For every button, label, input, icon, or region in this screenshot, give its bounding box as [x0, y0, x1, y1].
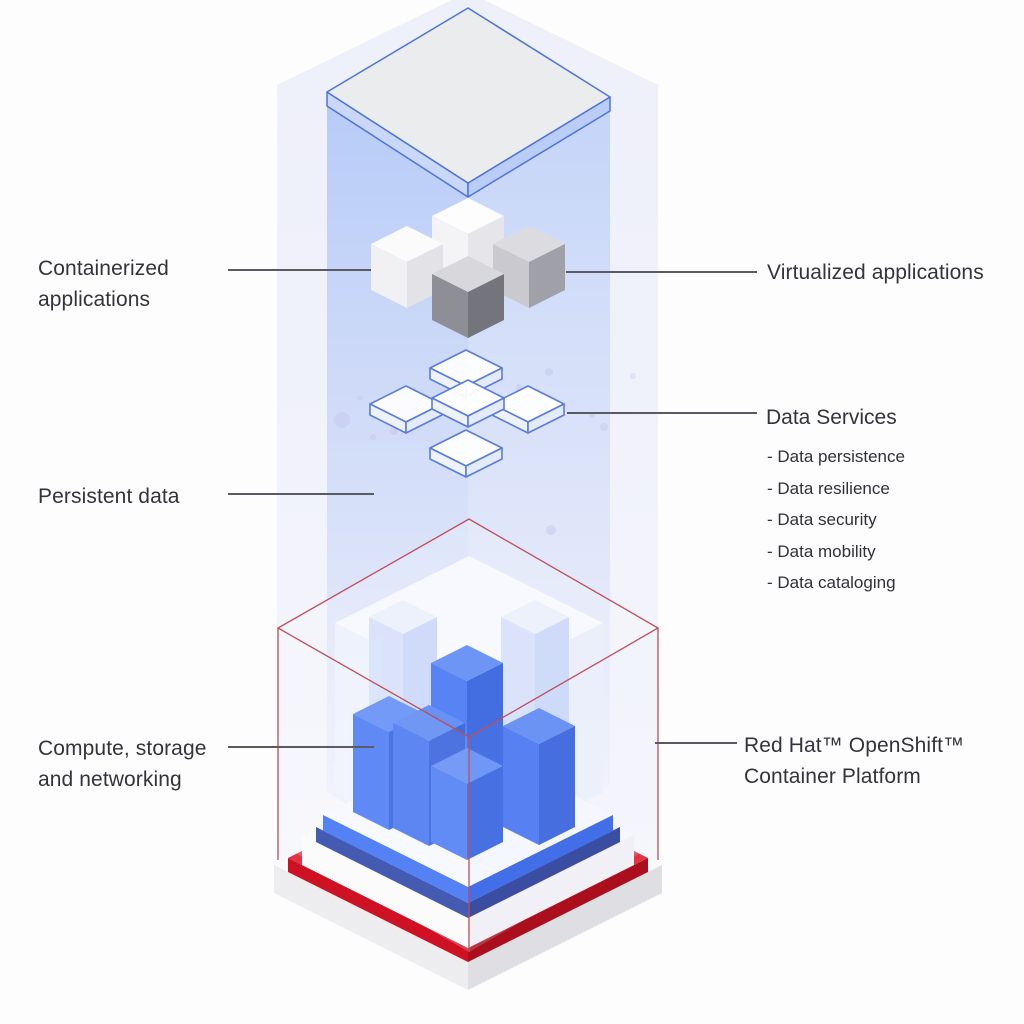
data-services-list: - Data persistence - Data resilience - D…	[767, 441, 905, 599]
data-services-tiles-icon	[369, 349, 565, 478]
label-virtualized-applications: Virtualized applications	[767, 261, 984, 284]
label-compute-storage-networking: Compute, storage and networking	[38, 733, 207, 795]
label-data-services-title: Data Services	[766, 406, 897, 429]
label-persistent-data: Persistent data	[38, 485, 180, 508]
label-line: and networking	[38, 768, 182, 791]
data-services-item: - Data persistence	[767, 447, 905, 466]
blue-bars-icon	[353, 645, 575, 860]
connector-lines	[228, 269, 757, 748]
data-services-item: - Data cataloging	[767, 573, 896, 592]
application-cubes-icon	[371, 198, 565, 338]
bar-right	[503, 708, 575, 845]
top-plate-icon	[326, 7, 611, 198]
label-redhat-openshift-platform: Red Hat™ OpenShift™ Container Platform	[744, 730, 964, 792]
tile-west	[369, 385, 443, 434]
cube-right	[493, 226, 565, 308]
label-line: Compute, storage	[38, 737, 207, 760]
data-services-item: - Data resilience	[767, 478, 890, 498]
tile-east	[491, 385, 565, 434]
tile-south	[429, 429, 503, 478]
data-services-item: - Data mobility	[767, 541, 876, 561]
cube-front	[432, 256, 504, 338]
label-line: Red Hat™ OpenShift™	[744, 734, 965, 757]
bar-front	[431, 748, 503, 860]
tile-center	[431, 379, 505, 428]
data-services-item: - Data security	[767, 510, 877, 529]
label-containerized-applications: Containerized applications	[38, 253, 169, 315]
label-line: Container Platform	[744, 765, 921, 788]
openshift-cube	[274, 518, 662, 990]
label-line: Containerized	[38, 257, 169, 280]
label-line: applications	[38, 288, 151, 311]
cube-left	[371, 226, 443, 308]
decorative-dots	[334, 368, 636, 535]
